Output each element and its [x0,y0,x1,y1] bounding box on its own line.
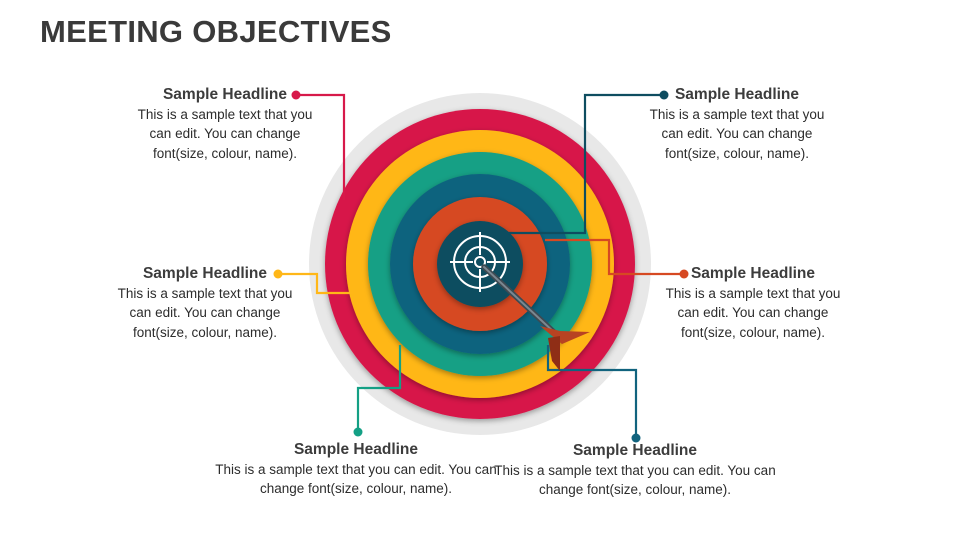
connector-dot-bottom-left [353,427,363,437]
callout-text: This is a sample text that you can edit.… [665,286,841,340]
arrow-icon [481,264,590,371]
callout-headline: Sample Headline [142,265,268,282]
callout-bottom-right: Sample Headline This is a sample text th… [485,441,785,500]
callout-bottom-left: Sample Headline This is a sample text th… [206,440,506,499]
crosshair-icon [450,232,510,292]
callout-headline: Sample Headline [162,86,288,103]
callout-text: This is a sample text that you can edit.… [649,107,825,161]
callout-headline: Sample Headline [293,441,419,458]
callout-text: This is a sample text that you can edit.… [215,462,497,497]
connector-dot-bottom-right [631,433,641,443]
callout-top-left: Sample Headline This is a sample text th… [130,85,320,163]
page-title: MEETING OBJECTIVES [40,14,392,49]
callout-text: This is a sample text that you can edit.… [117,286,293,340]
connector-top-right [508,93,664,235]
connector-dot-mid-right [679,269,689,279]
callout-headline: Sample Headline [674,86,800,103]
callout-text: This is a sample text that you can edit.… [137,107,313,161]
connector-mid-right [545,238,684,276]
connector-dot-top-right [659,90,669,100]
callout-top-right: Sample Headline This is a sample text th… [642,85,832,163]
connector-dot-mid-left [273,269,283,279]
callout-headline: Sample Headline [690,265,816,282]
callout-headline: Sample Headline [572,442,698,459]
connector-top-left [296,93,346,200]
callout-mid-left: Sample Headline This is a sample text th… [110,264,300,342]
connector-bottom-right [546,345,638,438]
connector-bottom-left [356,345,402,432]
connector-dot-top-left [291,90,301,100]
callout-text: This is a sample text that you can edit.… [494,463,776,498]
connector-mid-left [278,272,352,295]
callout-mid-right: Sample Headline This is a sample text th… [658,264,848,342]
